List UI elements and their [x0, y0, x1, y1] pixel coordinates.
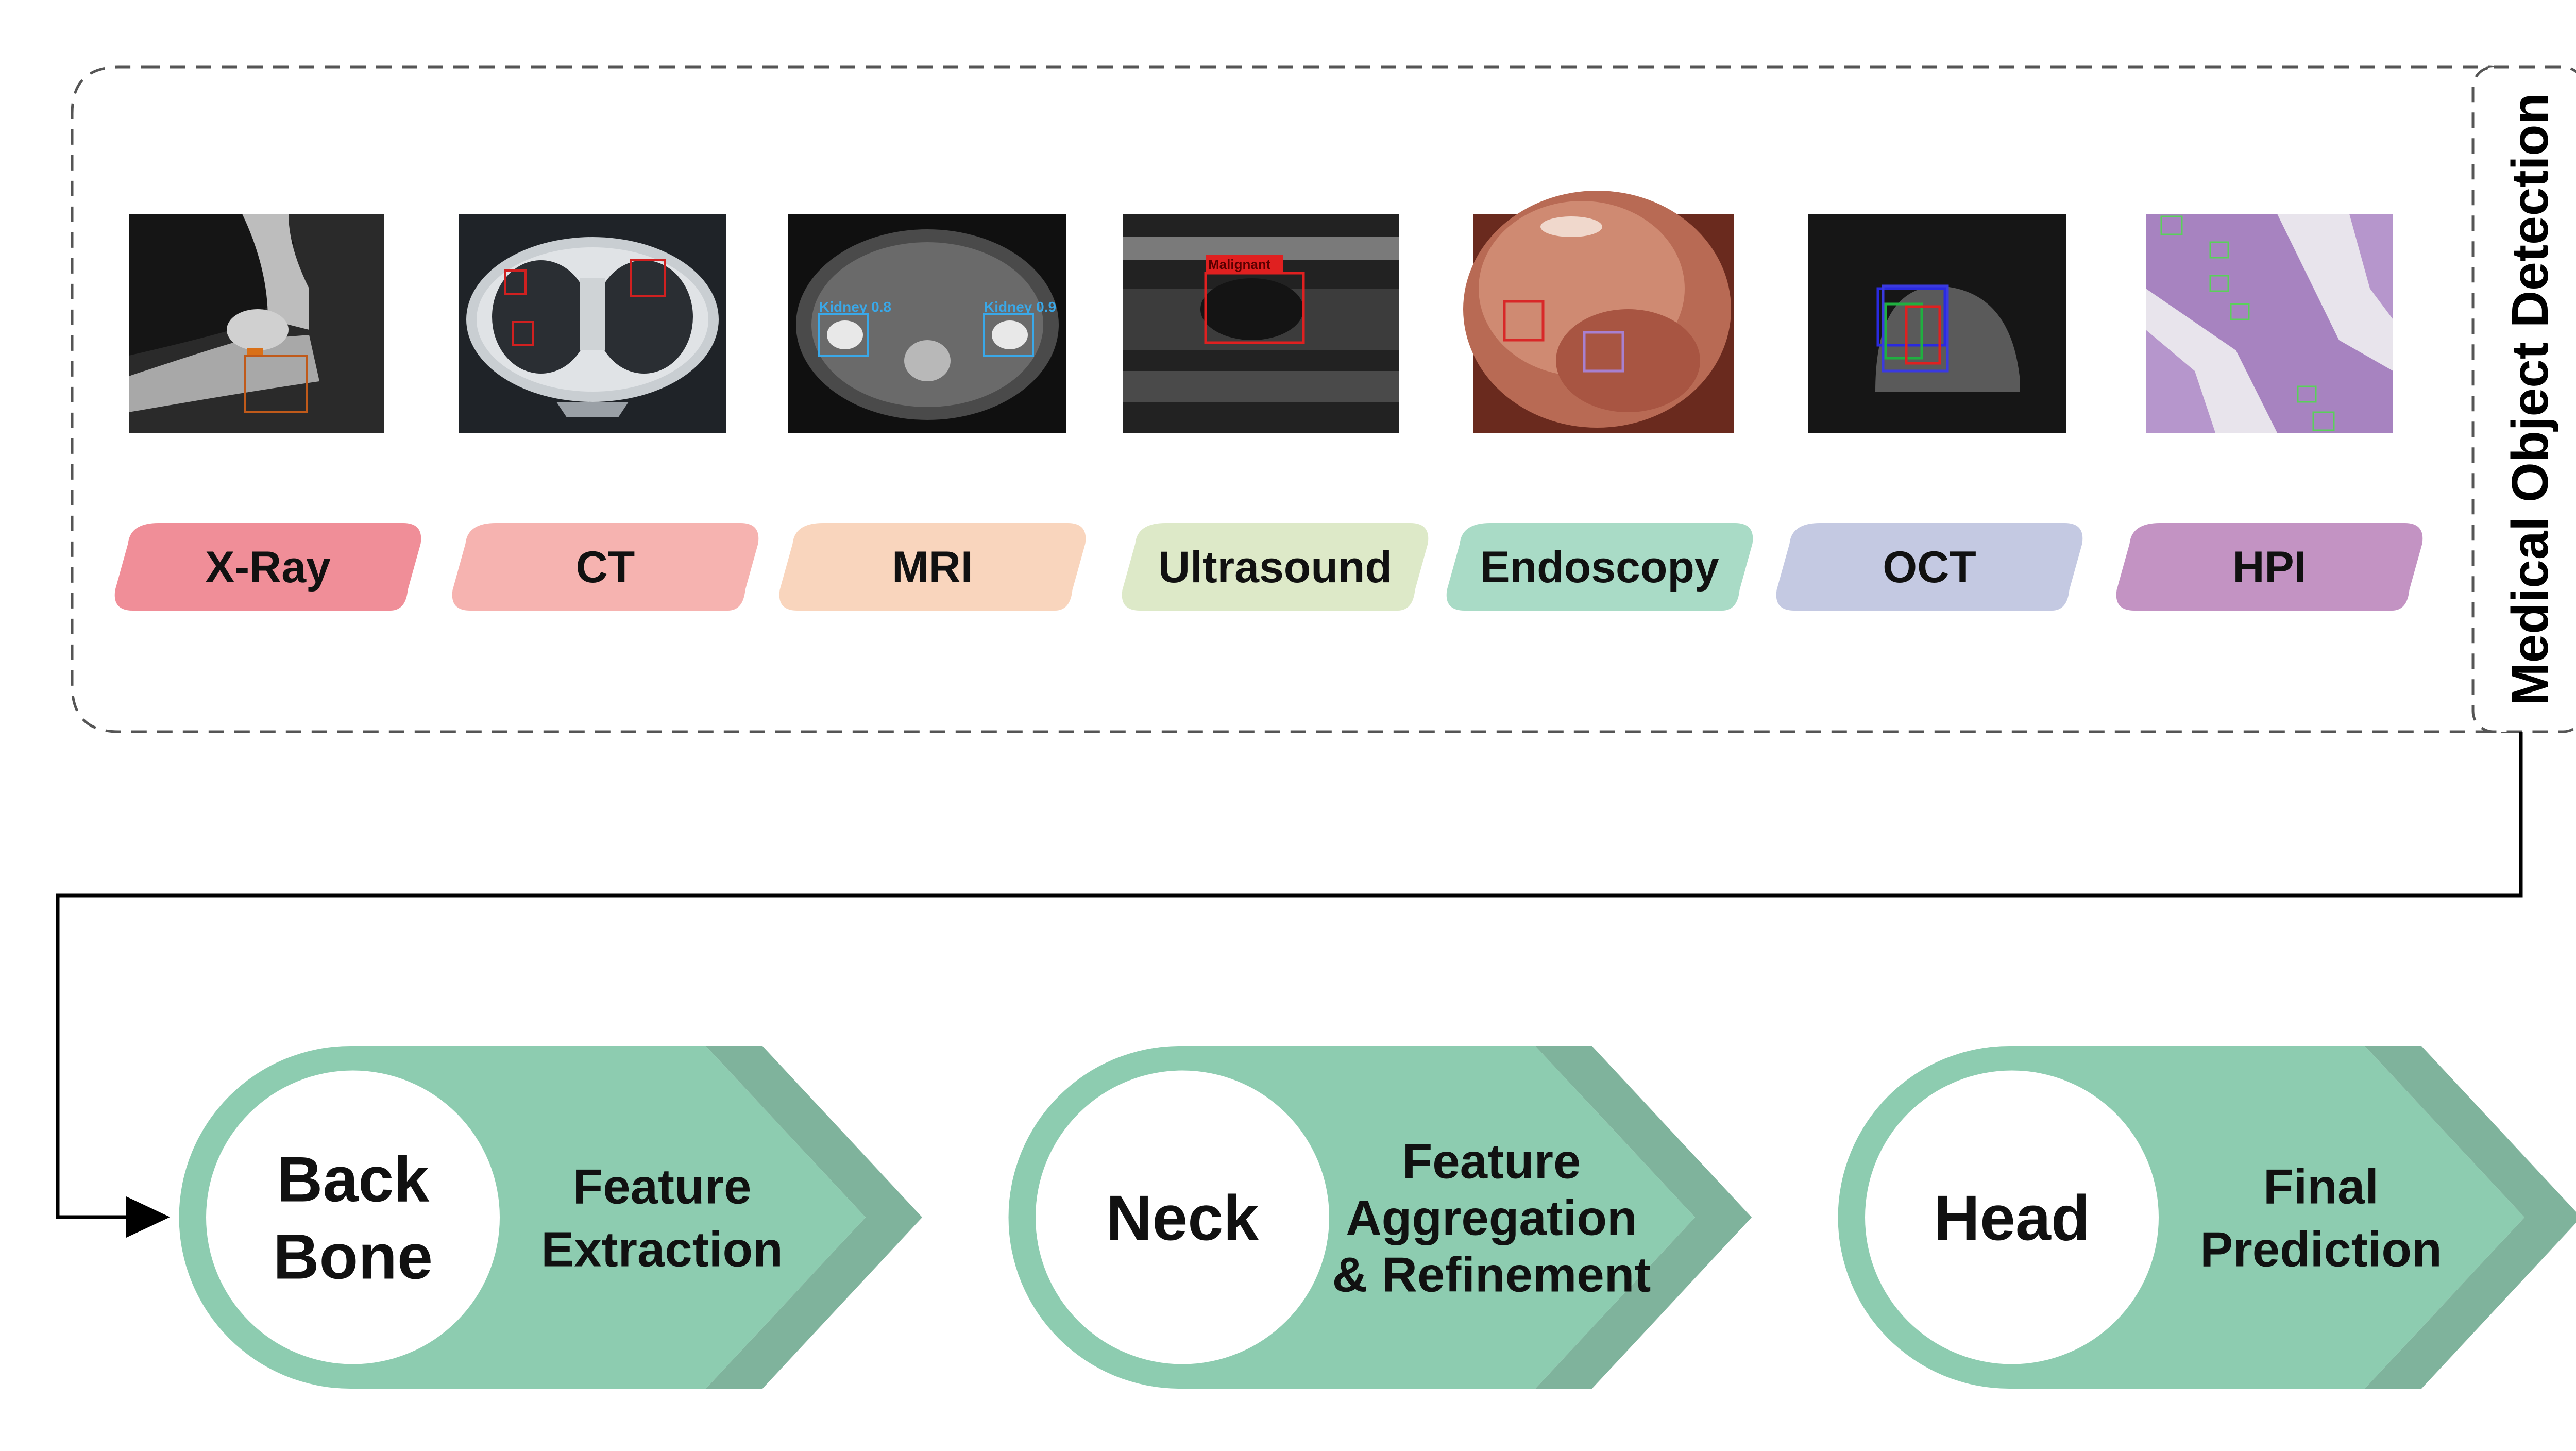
- modality-images: Kidney 0.8 Kidney 0.9 Malignant: [129, 191, 2393, 433]
- pill-label: Ultrasound: [1158, 543, 1392, 592]
- modality-pill-ultrasound: Ultrasound: [1122, 523, 1429, 611]
- pill-background: [779, 523, 1086, 611]
- stage-chevron-shadow: [2365, 1046, 2576, 1389]
- connector-line: [56, 732, 2523, 1219]
- stage-name: Neck: [1106, 1183, 1259, 1254]
- stage-description: Aggregation: [1346, 1191, 1637, 1246]
- pill-background: [2116, 523, 2423, 611]
- oct-image: [1808, 214, 2066, 433]
- mri-left-label: Kidney 0.8: [819, 299, 891, 315]
- pill-background: [1122, 523, 1429, 611]
- modality-pill-hpi: HPI: [2116, 523, 2423, 611]
- connector-arrowhead: [126, 1196, 170, 1238]
- mri-image: Kidney 0.8 Kidney 0.9: [788, 214, 1066, 433]
- pill-label: X-Ray: [205, 543, 331, 592]
- pill-background: [452, 523, 759, 611]
- stage-chevron-shadow: [1535, 1046, 1752, 1389]
- stage-circle: [1865, 1070, 2159, 1364]
- hpi-image: [2146, 214, 2393, 433]
- modality-pill-ct: CT: [452, 523, 759, 611]
- stage-circle: [1036, 1070, 1329, 1364]
- mri-right-label: Kidney 0.9: [984, 299, 1056, 315]
- ultrasound-image: Malignant: [1123, 214, 1399, 433]
- stage-description: Feature: [1402, 1134, 1581, 1189]
- pill-label: OCT: [1883, 543, 1976, 592]
- stage-name: Head: [1934, 1183, 2090, 1254]
- title-box: [2471, 65, 2576, 733]
- modality-pill-x-ray: X-Ray: [114, 523, 421, 611]
- pill-background: [1446, 523, 1753, 611]
- stage-description: Feature: [573, 1159, 752, 1214]
- pill-label: HPI: [2232, 543, 2306, 592]
- stage-description: & Refinement: [1332, 1247, 1651, 1303]
- stage-circle: [206, 1070, 500, 1364]
- diagram-title: Medical Object Detection: [2501, 93, 2559, 705]
- stage-description: Prediction: [2200, 1222, 2442, 1277]
- endoscopy-image: [1463, 191, 1734, 433]
- stage-chevron-shadow: [706, 1046, 922, 1389]
- stage-name: Bone: [273, 1222, 433, 1293]
- stage-description: Final: [2263, 1159, 2379, 1214]
- pill-label: Endoscopy: [1480, 543, 1719, 592]
- ultrasound-label: Malignant: [1208, 257, 1271, 272]
- stage-name: Back: [277, 1144, 430, 1216]
- pill-label: MRI: [892, 543, 973, 592]
- modality-pill-oct: OCT: [1776, 523, 2083, 611]
- modality-labels: X-Ray CT MRI Ultrasound Endoscopy OCT HPI: [114, 523, 2423, 611]
- stage-description: Extraction: [541, 1222, 783, 1277]
- pill-background: [1776, 523, 2083, 611]
- modality-pill-endoscopy: Endoscopy: [1446, 523, 1753, 611]
- pill-label: CT: [576, 543, 635, 592]
- xray-image: [129, 214, 384, 433]
- modality-pill-mri: MRI: [779, 523, 1086, 611]
- ct-image: [459, 214, 726, 433]
- pill-background: [114, 523, 421, 611]
